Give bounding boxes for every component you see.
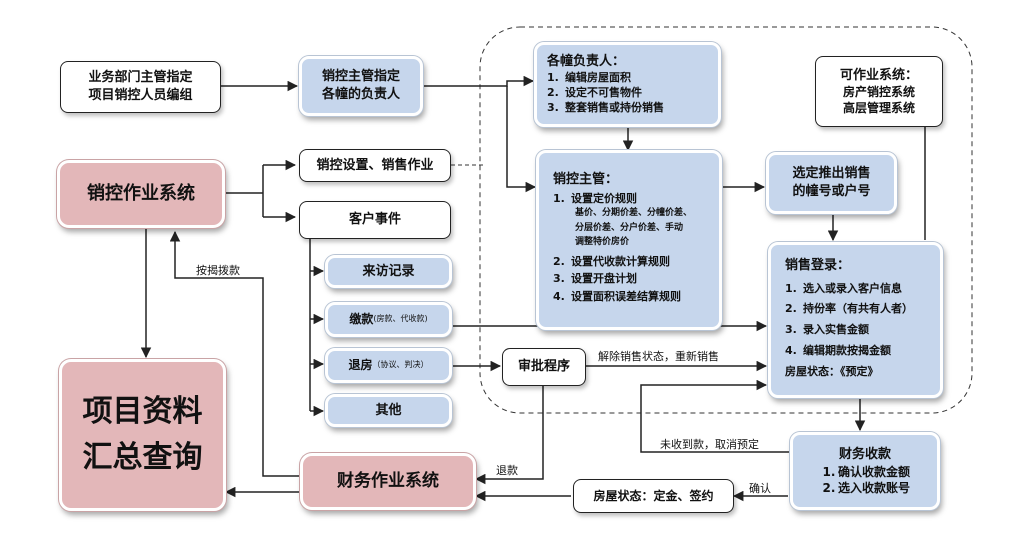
dashed-region: [479, 26, 973, 414]
sales-login-title: 销售登录：: [785, 258, 851, 273]
finance-system-box: 财务作业系统: [300, 453, 476, 510]
sales-setup-label: 销控设置、销售作业: [316, 157, 434, 173]
sales-manager-detail-3: 调整特价房价: [575, 237, 630, 248]
project-query-line1: 项目资料: [82, 393, 203, 429]
edge-receipt-to-login: [640, 379, 790, 453]
edge-assign-to-bldg-head: [423, 75, 535, 87]
sales-login-item-2: 2.持份率（有共有人者）: [785, 302, 913, 316]
finance-receipt-box: 财务收款 1.确认收款金额 2.选入收款账号: [790, 432, 940, 510]
op-system-line1: 可作业系统：: [839, 67, 918, 83]
payment-box: 缴款(房款、代收款): [325, 302, 452, 337]
op-system-line3: 高层管理系统: [842, 101, 915, 116]
payment-note: (房款、代收款): [373, 314, 428, 324]
refund-house-label: 退房: [348, 358, 373, 373]
select-unit-box: 选定推出销售 的幢号或户号: [766, 152, 897, 214]
finance-receipt-title: 财务收款: [838, 447, 891, 463]
project-query-box: 项目资料 汇总查询: [59, 359, 226, 511]
edge-assign-to-sales-manager: [506, 86, 537, 193]
approval-label: 审批程序: [517, 359, 570, 375]
sales-manager-box: 销控主管： 1.设置定价规则 基价、分期价差、分幢价差、 分层价差、分户价差、手…: [536, 150, 722, 330]
sales-system-box: 销控作业系统: [57, 160, 225, 228]
refund-house-box: 退房（协议、判决）: [325, 348, 452, 383]
finance-receipt-item-2: 2.选入收款账号: [822, 480, 910, 495]
refund-house-note: （协议、判决）: [372, 360, 429, 370]
sales-manager-title: 销控主管：: [553, 172, 619, 187]
label-mortgage-disbursement: 按揭拨款: [196, 264, 240, 277]
visit-record-box: 来访记录: [325, 255, 452, 288]
select-unit-line1: 选定推出销售: [792, 166, 871, 182]
sales-manager-item-2: 2.设置代收款计算规则: [553, 254, 670, 268]
sales-login-item-4: 4.编辑期款按揭金额: [785, 344, 891, 358]
label-unpaid-cancel: 未收到款，取消预定: [660, 438, 759, 451]
label-refund: 退款: [496, 464, 518, 477]
sales-manager-detail-1: 基价、分期价差、分幢价差、: [575, 208, 693, 219]
label-release-resell: 解除销售状态，重新销售: [598, 350, 719, 363]
sales-setup-box: 销控设置、销售作业: [299, 149, 451, 182]
sales-login-box: 销售登录： 1.选入或录入客户信息 2.持份率（有共有人者） 3.录入实售金额 …: [768, 242, 943, 398]
sales-login-status: 房屋状态：《预定》: [785, 365, 879, 379]
sales-manager-item-4: 4.设置面积误差结算规则: [553, 289, 681, 303]
edge-approval-to-finance: [474, 386, 544, 485]
op-system-box: 可作业系统： 房产销控系统 高层管理系统: [815, 56, 943, 127]
bldg-head-item-2: 2.设定不可售物件: [547, 85, 642, 99]
edge-finance-to-system: [169, 230, 300, 477]
sales-manager-item-3: 3.设置开盘计划: [553, 272, 637, 286]
sales-login-item-3: 3.录入实售金额: [785, 323, 869, 337]
other-label: 其他: [375, 402, 402, 418]
house-status-box: 房屋状态：定金、签约: [573, 479, 734, 513]
sales-system-label: 销控作业系统: [87, 182, 195, 204]
other-box: 其他: [325, 394, 452, 427]
op-system-line2: 房产销控系统: [842, 85, 915, 100]
visit-record-label: 来访记录: [362, 263, 415, 279]
finance-receipt-item-1: 1.确认收款金额: [822, 464, 910, 479]
house-status-label: 房屋状态：定金、签约: [593, 488, 714, 503]
bldg-head-item-3: 3.整套销售或持份销售: [547, 100, 664, 114]
bldg-head-item-1: 1.编辑房屋面积: [547, 71, 631, 84]
sales-ctrl-assign-line2: 各幢的负责人: [321, 87, 400, 102]
sales-login-item-1: 1.选入或录入客户信息: [785, 281, 902, 295]
approval-box: 审批程序: [502, 348, 586, 386]
sales-ctrl-assign-line1: 销控主管指定: [321, 69, 400, 85]
customer-events-box: 客户事件: [299, 201, 451, 239]
dept-assign-line2: 项目销控人员编组: [88, 88, 193, 103]
payment-label: 缴款: [349, 312, 374, 327]
bldg-head-box: 各幢负责人： 1.编辑房屋面积 2.设定不可售物件 3.整套销售或持份销售: [534, 42, 721, 127]
finance-system-label: 财务作业系统: [337, 471, 439, 492]
sales-manager-detail-2: 分层价差、分户价差、手动: [575, 222, 684, 233]
project-query-line2: 汇总查询: [82, 440, 203, 475]
label-confirm: 确认: [749, 482, 771, 495]
dept-assign-line1: 业务部门主管指定: [88, 70, 193, 86]
select-unit-line2: 的幢号或户号: [792, 184, 871, 199]
dept-assign-box: 业务部门主管指定 项目销控人员编组: [60, 61, 221, 113]
customer-events-label: 客户事件: [348, 212, 401, 228]
sales-manager-item-1: 1.设置定价规则: [553, 191, 637, 205]
bldg-head-title: 各幢负责人：: [547, 54, 626, 70]
sales-ctrl-assign-box: 销控主管指定 各幢的负责人: [299, 56, 423, 116]
